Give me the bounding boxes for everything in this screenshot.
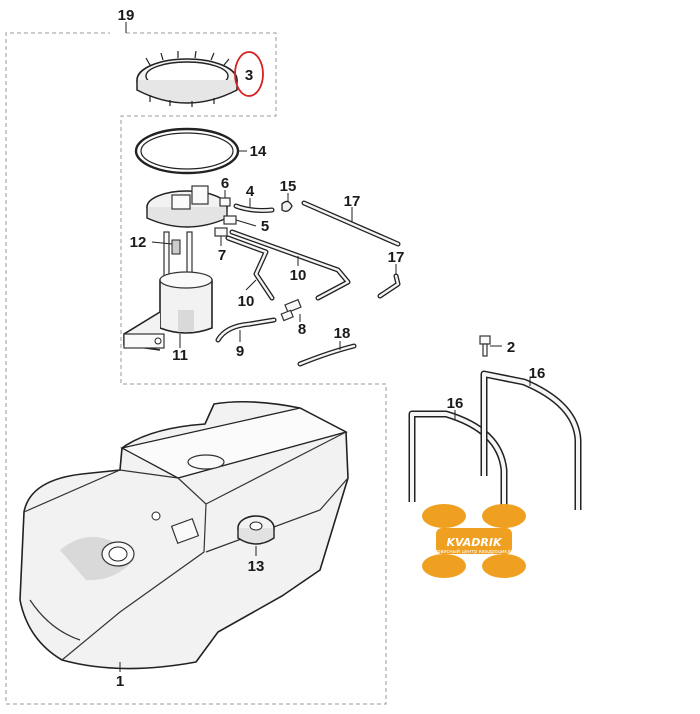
part-5-connector	[223, 215, 257, 227]
part-8-fitting	[280, 298, 302, 322]
callout-10-lower: 10	[238, 293, 255, 310]
callout-4: 4	[246, 183, 255, 200]
callout-19: 19	[118, 7, 135, 24]
callout-14: 14	[250, 143, 267, 160]
assembly-19-frame	[5, 22, 387, 705]
part-17-fuel-line	[301, 200, 401, 247]
part-1-fuel-tank	[19, 400, 349, 672]
part-2-bolt	[479, 335, 502, 357]
part-11-fuel-pump-module	[123, 185, 228, 351]
callout-17-lower: 17	[388, 249, 405, 266]
callout-16-right: 16	[529, 365, 546, 382]
part-10-fuel-line-lower	[225, 235, 275, 301]
part-15-clip	[281, 193, 293, 212]
callout-18: 18	[334, 325, 351, 342]
watermark-brand: KVADRIK	[446, 536, 502, 549]
callout-6: 6	[221, 175, 229, 192]
kvadrik-watermark-logo	[422, 504, 526, 578]
part-16-strap-left	[408, 410, 508, 522]
part-16-strap-right	[480, 370, 582, 510]
callout-10-upper: 10	[290, 267, 307, 284]
callout-1: 1	[116, 673, 124, 690]
part-3-lock-ring	[136, 50, 238, 107]
part-18-hose	[297, 341, 357, 367]
callout-2: 2	[507, 339, 515, 356]
part-13-filler-cap	[237, 515, 275, 556]
callout-5: 5	[261, 218, 269, 235]
part-9-hose	[215, 317, 277, 343]
part-7-connector	[214, 227, 228, 246]
part-17-fuel-line-end	[377, 264, 401, 299]
callout-12: 12	[130, 234, 147, 251]
callout-7: 7	[218, 247, 226, 264]
callout-15: 15	[280, 178, 297, 195]
part-4-hose	[233, 198, 275, 213]
callout-8: 8	[298, 321, 306, 338]
callout-13: 13	[248, 558, 265, 575]
part-10-fuel-line-upper	[229, 229, 351, 301]
callout-9: 9	[236, 343, 244, 360]
watermark-tagline: сервисный центр квадроциклов	[431, 548, 516, 555]
part-6-fitting	[219, 190, 231, 207]
callout-3: 3	[245, 67, 253, 84]
callout-17-upper: 17	[344, 193, 361, 210]
highlight-circle	[234, 51, 264, 97]
callout-16-left: 16	[447, 395, 464, 412]
part-12-filter	[151, 241, 173, 245]
part-14-seal-ring	[134, 127, 247, 175]
callout-11: 11	[172, 347, 188, 364]
